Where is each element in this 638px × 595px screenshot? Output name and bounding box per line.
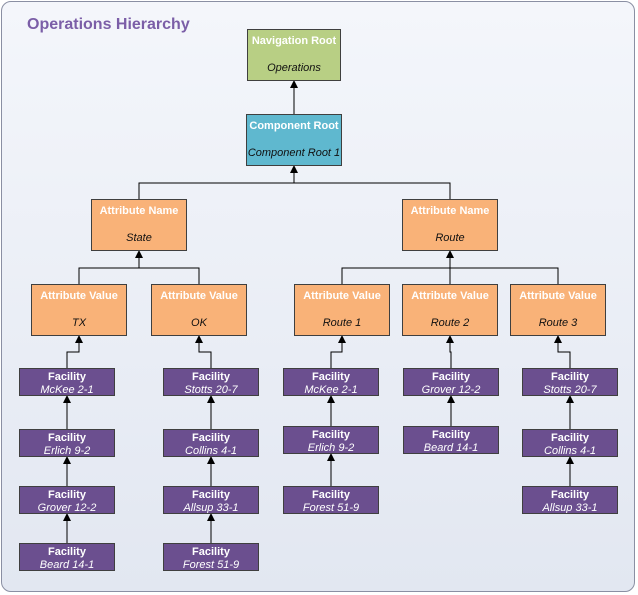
facility-node: Facility Erlich 9-2 [19,429,115,457]
node-value: TX [71,317,87,329]
connector-arrow [330,335,346,368]
node-label: Facility [551,489,589,501]
navigation-root-node: Navigation Root Operations [247,29,341,81]
facility-node: Facility Allsup 33-1 [522,486,618,514]
attribute-value-node: Attribute Value TX [31,284,127,336]
node-value: McKee 2-1 [304,384,358,396]
facility-node: Facility Grover 12-2 [403,368,499,396]
node-label: Attribute Value [519,290,597,302]
attribute-value-node: Attribute Value Route 2 [402,284,498,336]
node-label: Facility [312,371,350,383]
connector-line [450,267,559,284]
node-value: Allsup 33-1 [183,502,239,514]
connector-arrow [66,335,83,368]
node-value: Erlich 9-2 [43,445,91,457]
connector-line [78,267,139,284]
node-label: Attribute Name [410,205,490,217]
node-label: Facility [48,489,86,501]
attribute-value-node: Attribute Value Route 1 [294,284,390,336]
diagram-title: Operations Hierarchy [27,16,190,33]
node-label: Facility [48,432,86,444]
node-value: Stotts 20-7 [184,384,238,396]
node-label: Facility [192,432,230,444]
node-value: Route 3 [538,317,578,329]
node-label: Navigation Root [251,35,337,47]
node-label: Facility [192,371,230,383]
node-label: Facility [312,429,350,441]
connector-line [294,182,451,199]
facility-node: Facility Collins 4-1 [522,429,618,457]
attribute-name-node: Attribute Name Route [402,199,498,251]
facility-node: Facility McKee 2-1 [19,368,115,396]
node-value: Grover 12-2 [421,384,481,396]
node-label: Facility [432,429,470,441]
component-root-node: Component Root Component Root 1 [246,114,342,166]
connector-line [341,267,450,284]
node-label: Facility [312,489,350,501]
node-label: Attribute Value [160,290,238,302]
node-label: Facility [192,489,230,501]
node-value: Grover 12-2 [37,502,97,514]
node-label: Component Root [249,120,339,132]
node-label: Facility [192,546,230,558]
node-value: Collins 4-1 [185,445,237,457]
node-value: Beard 14-1 [423,442,479,454]
node-value: Route [435,232,465,244]
node-value: Allsup 33-1 [542,502,598,514]
node-value: Forest 51-9 [302,502,360,514]
connector-arrow [554,335,571,368]
facility-node: Facility Erlich 9-2 [283,426,379,454]
attribute-value-node: Attribute Value OK [151,284,247,336]
node-value: Route 1 [322,317,362,329]
node-label: Facility [48,371,86,383]
node-label: Facility [551,371,589,383]
node-label: Attribute Value [40,290,118,302]
connector-line [138,182,294,199]
node-value: Beard 14-1 [39,559,95,571]
connector-arrow [195,335,212,368]
node-value: Stotts 20-7 [543,384,597,396]
node-value: Collins 4-1 [544,445,596,457]
attribute-name-node: Attribute Name State [91,199,187,251]
facility-node: Facility Stotts 20-7 [522,368,618,396]
connector-arrow [446,335,454,368]
node-value: Route 2 [430,317,470,329]
facility-node: Facility Forest 51-9 [163,543,259,571]
node-label: Attribute Name [99,205,179,217]
node-label: Facility [432,371,470,383]
facility-node: Facility Beard 14-1 [19,543,115,571]
node-label: Facility [551,432,589,444]
facility-node: Facility Allsup 33-1 [163,486,259,514]
node-value: McKee 2-1 [40,384,94,396]
node-label: Attribute Value [303,290,381,302]
node-value: State [126,232,152,244]
facility-node: Facility Stotts 20-7 [163,368,259,396]
node-value: Operations [267,62,321,74]
node-value: OK [191,317,207,329]
facility-node: Facility Forest 51-9 [283,486,379,514]
connector-line [139,267,200,284]
node-value: Erlich 9-2 [307,442,355,454]
node-value: Component Root 1 [247,147,341,159]
facility-node: Facility Grover 12-2 [19,486,115,514]
node-label: Attribute Value [411,290,489,302]
node-label: Facility [48,546,86,558]
node-value: Forest 51-9 [182,559,240,571]
facility-node: Facility Collins 4-1 [163,429,259,457]
facility-node: Facility McKee 2-1 [283,368,379,396]
attribute-value-node: Attribute Value Route 3 [510,284,606,336]
facility-node: Facility Beard 14-1 [403,426,499,454]
